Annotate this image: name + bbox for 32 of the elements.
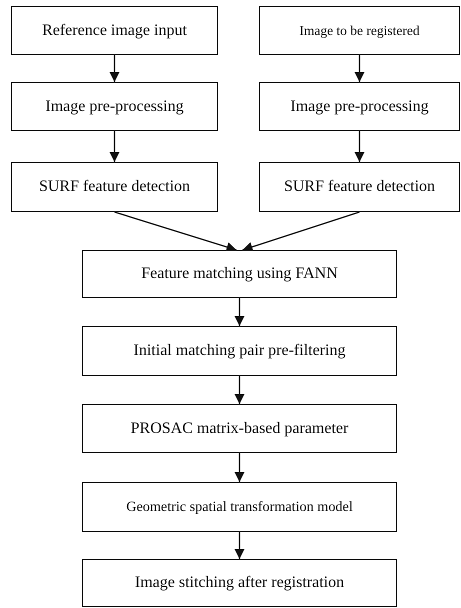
process-box <box>11 82 218 131</box>
arrow <box>234 298 244 326</box>
box-label: SURF feature detection <box>38 178 190 196</box>
process-box <box>259 162 460 212</box>
arrow <box>354 131 364 162</box>
arrow <box>234 376 244 404</box>
arrow <box>114 211 237 252</box>
process-box <box>82 250 397 298</box>
box-label: Geometric spatial transformation model <box>126 498 353 516</box>
process-box <box>11 162 218 212</box>
process-box <box>82 482 397 532</box>
box-label: Image to be registered <box>299 22 420 38</box>
box-label: Image pre-processing <box>45 98 184 116</box>
process-box <box>82 404 397 453</box>
box-label: Initial matching pair pre-filtering <box>134 342 346 360</box>
process-box <box>259 6 460 55</box>
box-label: Image pre-processing <box>290 98 429 116</box>
box-label: SURF feature detection <box>284 178 436 196</box>
arrow <box>354 55 364 82</box>
arrow <box>110 131 120 162</box>
box-label: PROSAC matrix-based parameter <box>130 420 348 438</box>
arrow <box>234 532 244 559</box>
box-label: Reference image input <box>42 22 187 40</box>
box-label: Feature matching using FANN <box>141 265 338 283</box>
box-label: Image stitching after registration <box>134 574 344 592</box>
process-box <box>259 82 460 131</box>
arrow <box>242 211 360 252</box>
arrow <box>110 55 120 82</box>
process-box <box>82 559 397 607</box>
process-box <box>82 326 397 376</box>
arrow <box>234 453 244 482</box>
process-box <box>11 6 218 55</box>
